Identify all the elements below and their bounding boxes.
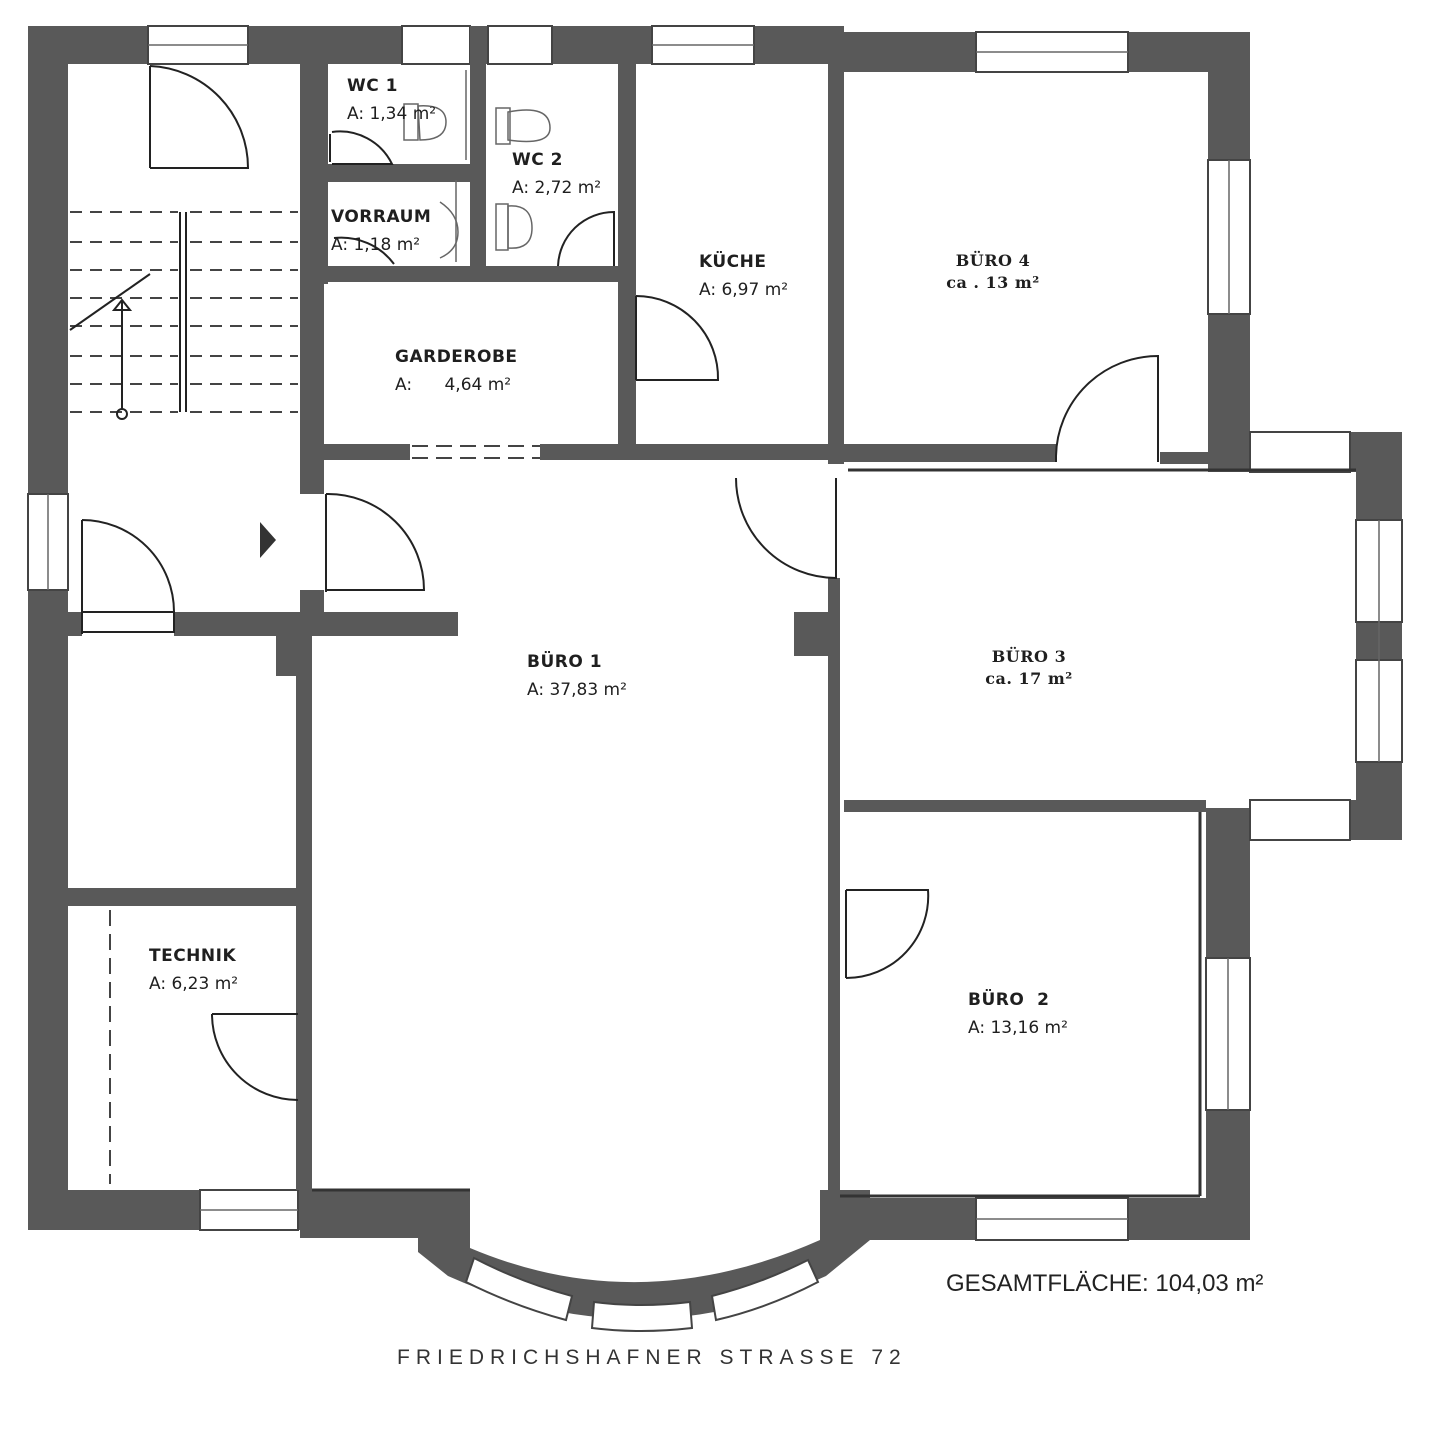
room-name: WC 1: [347, 76, 398, 96]
room-name: GARDEROBE: [395, 347, 518, 367]
room-name: WC 2: [512, 150, 563, 170]
room-name: VORRAUM: [331, 207, 432, 227]
street-address: FRIEDRICHSHAFNER STRASSE 72: [397, 1346, 907, 1369]
room-name: BÜRO 2: [968, 990, 1050, 1010]
room-name: BÜRO 4: [955, 251, 1031, 270]
room-label-buero1: BÜRO 1 A: 37,83 m²: [527, 648, 627, 704]
room-area: A: 1,34 m²: [347, 104, 437, 124]
room-name: TECHNIK: [149, 946, 237, 966]
sanitary-fixtures: [403, 70, 551, 262]
doors: [81, 65, 1159, 1184]
room-label-wc2: WC 2 A: 2,72 m²: [512, 146, 601, 202]
staircase: [69, 211, 298, 558]
room-name: KÜCHE: [699, 252, 767, 272]
room-area: A: 6,97 m²: [699, 280, 789, 300]
windows: [27, 25, 1403, 1332]
room-area: ca . 13 m²: [946, 273, 1040, 292]
room-area: A: 4,64 m²: [395, 375, 512, 395]
exterior-walls: [28, 26, 1402, 1319]
interior-walls: [68, 26, 1208, 1198]
room-label-vorraum: VORRAUM A: 1,18 m²: [331, 203, 431, 259]
total-area: GESAMTFLÄCHE: 104,03 m²: [946, 1270, 1264, 1297]
room-label-buero3: BÜRO 3 ca. 17 m²: [974, 646, 1084, 690]
room-area: A: 6,23 m²: [149, 974, 239, 994]
room-area: A: 2,72 m²: [512, 178, 602, 198]
room-area: A: 1,18 m²: [331, 235, 421, 255]
room-label-wc1: WC 1 A: 1,34 m²: [347, 72, 436, 128]
room-label-garderobe: GARDEROBE A: 4,64 m²: [395, 343, 518, 399]
outline-lines: [312, 468, 1356, 1198]
room-area: A: 13,16 m²: [968, 1018, 1068, 1038]
room-area: ca. 17 m²: [985, 669, 1073, 688]
room-name: BÜRO 3: [991, 647, 1067, 666]
room-label-buero2: BÜRO 2 A: 13,16 m²: [968, 986, 1068, 1042]
room-label-buero4: BÜRO 4 ca . 13 m²: [938, 250, 1048, 294]
room-label-technik: TECHNIK A: 6,23 m²: [149, 942, 238, 998]
room-name: BÜRO 1: [527, 652, 603, 672]
room-area: A: 37,83 m²: [527, 680, 627, 700]
room-label-kueche: KÜCHE A: 6,97 m²: [699, 248, 788, 304]
